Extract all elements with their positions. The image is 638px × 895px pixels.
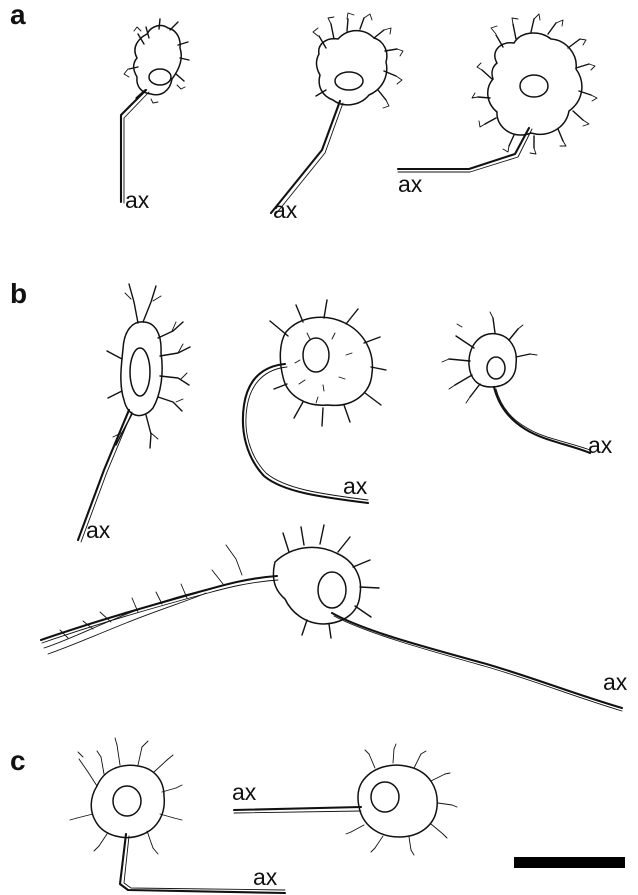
panel-b: ax ax ax ax [41, 284, 628, 711]
scale-bar [514, 857, 625, 868]
panel-c: ax ax [70, 738, 457, 893]
neuron-b4 [41, 525, 622, 711]
axon-label-b2: ax [343, 473, 368, 499]
axon-label-a2: ax [273, 197, 298, 223]
panel-b-letter: b [10, 278, 27, 309]
axon-label-c1: ax [253, 864, 278, 890]
axon-label-c2: ax [232, 779, 257, 805]
neuron-c2 [234, 744, 457, 855]
panel-a: ax ax ax [121, 13, 597, 223]
neuron-a1 [121, 19, 189, 203]
neuron-a2 [271, 13, 403, 215]
axon-label-a1: ax [125, 187, 150, 213]
axon-label-a3: ax [398, 171, 423, 197]
panel-c-letter: c [10, 745, 26, 776]
neuron-a3 [398, 14, 597, 172]
neuron-b1 [78, 284, 190, 542]
axon-label-b4: ax [603, 669, 628, 695]
axon-label-b3: ax [588, 432, 613, 458]
panel-a-letter: a [10, 0, 26, 30]
axon-label-b1: ax [86, 517, 111, 543]
neuron-b3 [442, 312, 590, 453]
